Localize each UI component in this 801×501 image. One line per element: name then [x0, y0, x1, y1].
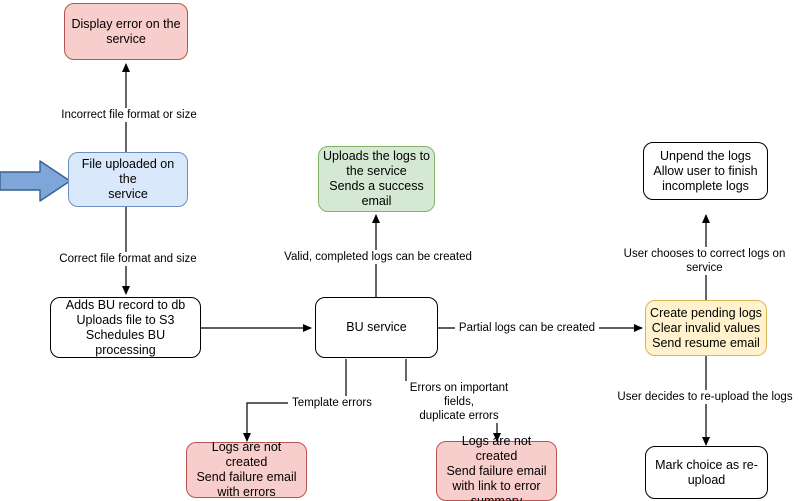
edge-label-partial-logs: Partial logs can be created	[455, 321, 599, 335]
edge-label-correct-format: Correct file format and size	[56, 252, 200, 266]
edge-label-user-reuploads: User decides to re-upload the logs	[613, 390, 797, 404]
node-file-uploaded[interactable]: File uploaded on the service	[68, 152, 188, 207]
edge-label-user-corrects: User chooses to correct logs on service	[604, 247, 801, 275]
edge-label-valid-logs: Valid, completed logs can be created	[277, 250, 479, 264]
node-create-pending-logs[interactable]: Create pending logs Clear invalid values…	[645, 300, 767, 356]
node-display-error[interactable]: Display error on the service	[64, 3, 188, 60]
edge-label-template-errors: Template errors	[288, 396, 376, 410]
edge-label-important-errors: Errors on important fields, duplicate er…	[392, 381, 526, 423]
node-logs-not-created-summary[interactable]: Logs are not created Send failure email …	[436, 434, 557, 501]
node-mark-choice[interactable]: Mark choice as re- upload	[645, 446, 768, 499]
node-bu-service[interactable]: BU service	[315, 297, 438, 358]
node-unpend-logs[interactable]: Unpend the logs Allow user to finish inc…	[643, 142, 768, 200]
node-adds-bu-record[interactable]: Adds BU record to db Uploads file to S3 …	[50, 297, 201, 358]
node-logs-not-created-errors[interactable]: Logs are not created Send failure email …	[186, 440, 307, 499]
node-uploads-logs[interactable]: Uploads the logs to the service Sends a …	[318, 146, 435, 212]
entry-block-arrow	[0, 160, 71, 202]
edge-label-incorrect-format: Incorrect file format or size	[56, 108, 202, 122]
